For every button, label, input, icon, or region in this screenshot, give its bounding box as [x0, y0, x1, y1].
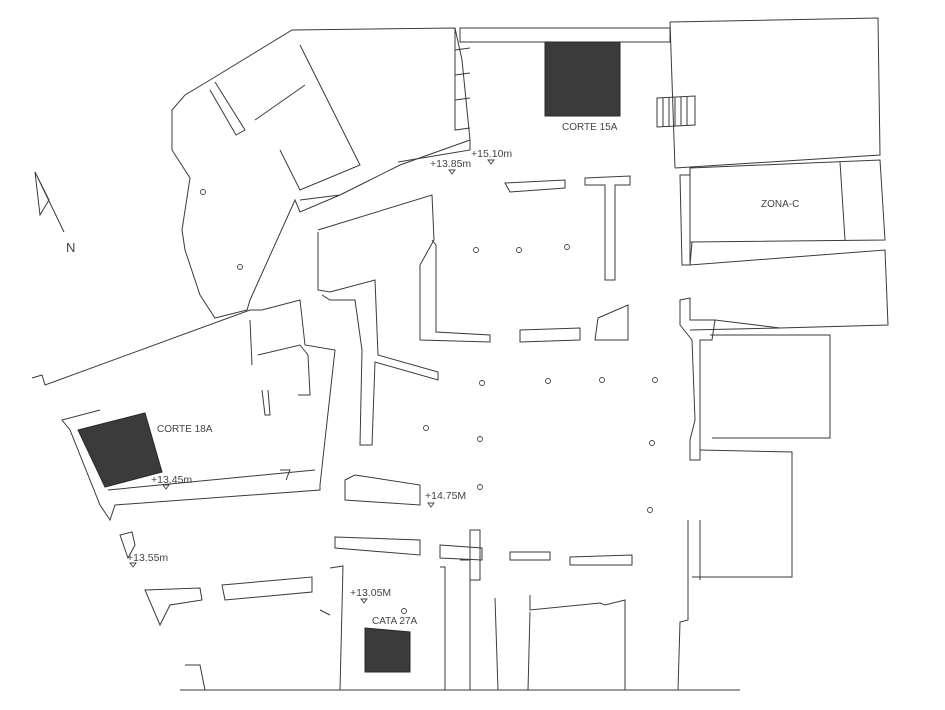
wall-central [317, 140, 781, 461]
wall-fragments-sw [119, 474, 633, 627]
north-arrow-icon: N [34, 171, 75, 255]
wall-nw-inner [454, 28, 471, 131]
level-13-85: +13.85m [430, 158, 471, 170]
level-marker-icon [427, 502, 435, 508]
wall-nw-block [171, 27, 471, 319]
level-marker-icon [448, 169, 456, 175]
excavation-corte-15a [544, 41, 621, 117]
excavation-cata-27a [364, 627, 411, 673]
level-13-45: +13.45m [151, 474, 192, 486]
label-cata-27a: CATA 27A [372, 616, 418, 627]
wall-ne-block [459, 17, 889, 331]
label-corte-18a: CORTE 18A [157, 424, 213, 435]
label-zona-c: ZONA-C [761, 199, 799, 210]
level-14-75: +14.75M [425, 490, 466, 502]
wall-south-rooms [185, 559, 626, 691]
wall-east-rooms [677, 334, 831, 691]
level-13-55: +13.55m [127, 552, 168, 564]
wall-west-wing [31, 299, 336, 522]
level-marker-icon [162, 484, 170, 490]
columns [200, 189, 658, 614]
label-corte-15a: CORTE 15A [562, 122, 618, 133]
north-label: N [66, 240, 75, 255]
excavation-corte-18a [77, 412, 163, 488]
level-13-05: +13.05M [350, 587, 391, 599]
level-15-10: +15.10m [471, 148, 512, 160]
level-marker-icon [360, 598, 368, 604]
level-marker-icon [129, 562, 137, 568]
stair-icon [656, 95, 696, 128]
level-marker-icon [487, 159, 495, 165]
